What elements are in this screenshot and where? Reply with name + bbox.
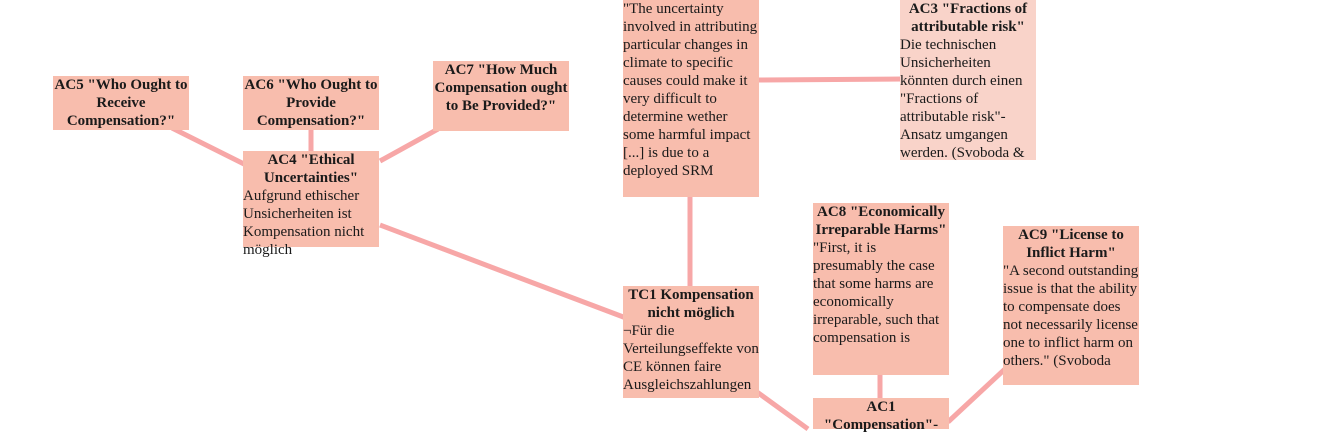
edge-ac9-ac1 (946, 367, 1007, 424)
edge-quote-ac3 (757, 76, 904, 83)
quote-node-srm-attribution[interactable]: "The uncertainty involved in attributing… (623, 0, 759, 197)
node-ac4[interactable]: AC4 "Ethical Uncertainties" Aufgrund eth… (243, 151, 379, 258)
node-title: AC8 "Economically Irreparable Harms" (815, 204, 947, 238)
edge-ac4-tc1 (379, 222, 627, 321)
node-ac6[interactable]: AC6 "Who Ought to Provide Compensation?" (243, 76, 379, 130)
node-ac8[interactable]: AC8 "Economically Irreparable Harms" "Fi… (813, 203, 949, 375)
node-title: AC6 "Who Ought to Provide Compensation?" (244, 77, 378, 129)
node-title: AC3 "Fractions of attributable risk" (908, 1, 1028, 35)
node-body: ¬Für die Verteilungseffekte von CE könne… (623, 323, 759, 393)
node-tc1[interactable]: TC1 Kompensation nicht möglich ¬Für die … (623, 286, 759, 398)
node-title: AC5 "Who Ought to Receive Compensation?" (54, 77, 188, 129)
node-ac3[interactable]: AC3 "Fractions of attributable risk" Die… (900, 0, 1036, 161)
edge-ac5-ac4 (170, 125, 250, 169)
edge-ac7-ac4 (378, 126, 440, 164)
node-title: AC4 "Ethical Uncertainties" (263, 152, 359, 186)
node-ac1[interactable]: AC1 "Compensation"- (813, 398, 949, 433)
node-title: AC9 "License to Inflict Harm" (1018, 227, 1124, 261)
edge-tc1-ac1 (755, 389, 810, 432)
node-body: Die technischen Unsicherheiten könnten d… (900, 37, 1025, 161)
node-ac7[interactable]: AC7 "How Much Compensation ought to Be P… (433, 61, 569, 131)
node-ac5[interactable]: AC5 "Who Ought to Receive Compensation?" (53, 76, 189, 130)
node-title: AC1 "Compensation"- (823, 399, 939, 433)
node-title: AC7 "How Much Compensation ought to Be P… (434, 62, 568, 114)
node-body: "A second outstanding issue is that the … (1003, 263, 1139, 369)
node-ac9[interactable]: AC9 "License to Inflict Harm" "A second … (1003, 226, 1139, 385)
node-body: "The uncertainty involved in attributing… (623, 1, 758, 179)
node-body: Aufgrund ethischer Unsicherheiten ist Ko… (243, 188, 365, 258)
node-body: "First, it is presumably the case that s… (813, 240, 940, 346)
node-title: TC1 Kompensation nicht möglich (628, 287, 754, 321)
